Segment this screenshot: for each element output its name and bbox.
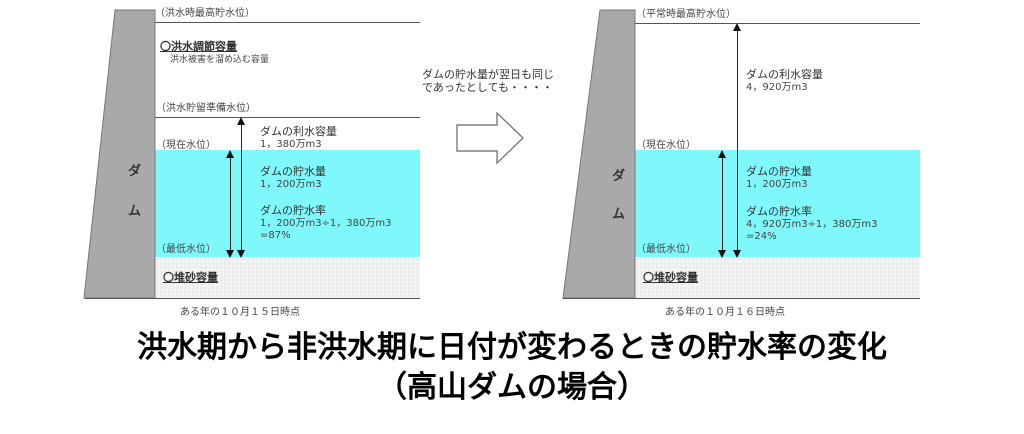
sediment-capacity-label: 〇堆砂容量 <box>163 271 218 284</box>
rate-label: ダムの貯水率 <box>746 205 812 218</box>
dam-label-1: ダ <box>128 164 142 179</box>
page-title: 洪水期から非洪水期に日付が変わるときの貯水率の変化 <box>137 330 887 365</box>
page-subtitle: （高山ダムの場合） <box>377 370 647 405</box>
arrow-head-up <box>237 117 245 125</box>
flood-standby-level-label: （洪水貯留準備水位） <box>156 103 256 114</box>
flood-control-capacity-label: 〇洪水調節容量 <box>160 40 237 53</box>
dam-label-2: ム <box>612 207 626 222</box>
storage-value: 1，200万m3 <box>260 179 322 190</box>
dam-label-1: ダ <box>612 169 626 184</box>
rate-formula: 1，200万m3÷1，380万m3 <box>260 218 392 229</box>
flood-standby-line <box>155 117 420 118</box>
arrow-head-down <box>718 250 726 258</box>
current-level-label: （現在水位） <box>636 140 696 151</box>
dam-body <box>562 9 636 299</box>
storage-arrow <box>230 158 231 250</box>
right-arrow-icon <box>456 111 524 165</box>
usable-capacity-arrow <box>241 125 242 250</box>
bottom-line <box>85 298 420 299</box>
usable-capacity-label: ダムの利水容量 <box>746 68 823 81</box>
current-level-label: （現在水位） <box>156 140 216 151</box>
arrow-head-down <box>733 250 741 258</box>
sediment-capacity-label: 〇堆砂容量 <box>643 271 698 284</box>
sediment-area <box>155 257 420 298</box>
flood-max-level-label: （洪水時最高貯水位） <box>155 8 255 19</box>
water-area <box>155 150 420 257</box>
dam-label-2: ム <box>128 204 142 219</box>
right-caption: ある年の１０月１６日時点 <box>665 307 785 318</box>
arrow-head-up <box>226 150 234 158</box>
arrow-head-up <box>718 150 726 158</box>
usable-capacity-value: 4，920万m3 <box>746 82 808 93</box>
bottom-line <box>563 298 920 299</box>
storage-arrow <box>722 158 723 250</box>
min-level-label: （最低水位） <box>156 244 216 255</box>
rate-value: =24% <box>746 231 777 242</box>
usable-capacity-label: ダムの利水容量 <box>260 125 337 138</box>
sediment-area <box>635 257 920 298</box>
rate-formula: 4，920万m3÷1，380万m3 <box>746 219 878 230</box>
usable-capacity-value: 1，380万m3 <box>260 139 322 150</box>
storage-value: 1，200万m3 <box>746 179 808 190</box>
normal-max-level-label: （平常時最高貯水位） <box>636 9 736 20</box>
arrow-head-down <box>226 250 234 258</box>
rate-label: ダムの貯水率 <box>260 204 326 217</box>
min-level-label: （最低水位） <box>636 244 696 255</box>
note-line-2: であったとしても・・・・ <box>422 81 554 94</box>
normal-max-line <box>635 23 920 24</box>
arrow-head-down <box>237 250 245 258</box>
usable-capacity-arrow <box>737 31 738 250</box>
flood-max-line <box>155 22 420 23</box>
dam-body <box>83 9 156 299</box>
storage-label: ダムの貯水量 <box>746 165 812 178</box>
note-line-1: ダムの貯水量が翌日も同じ <box>422 68 554 81</box>
left-caption: ある年の１０月１５日時点 <box>180 307 300 318</box>
flood-control-desc: 洪水被害を溜め込む容量 <box>170 55 270 65</box>
rate-value: =87% <box>260 230 291 241</box>
water-area <box>635 150 920 257</box>
arrow-head-up <box>733 23 741 31</box>
storage-label: ダムの貯水量 <box>260 165 326 178</box>
